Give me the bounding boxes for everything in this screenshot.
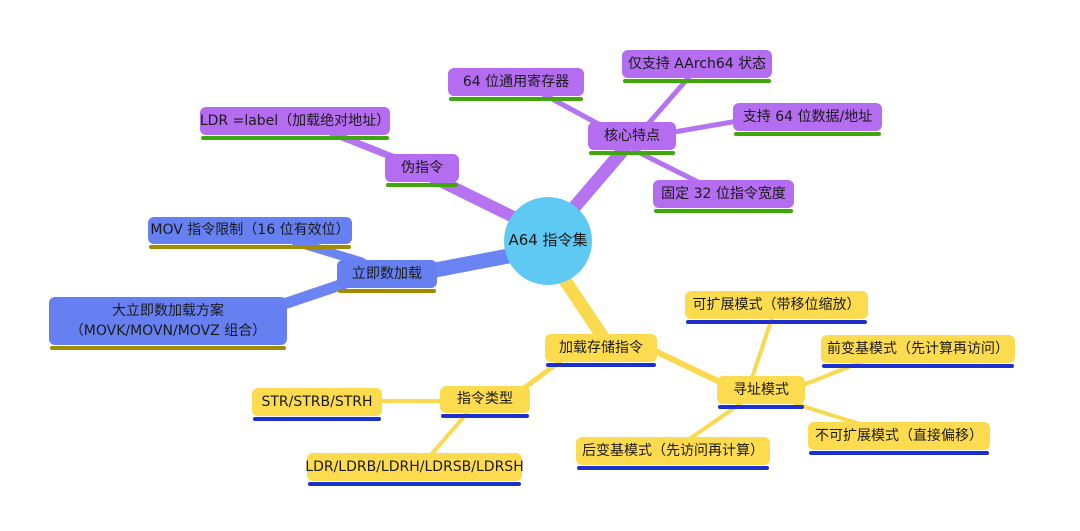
- link-addressing-postindex-mode: [686, 402, 742, 442]
- node-immediate-load[interactable]: 立即数加载: [337, 260, 437, 293]
- link-addressing-unextended-mode: [794, 402, 862, 426]
- link-core-aarch64-only: [645, 73, 693, 127]
- node-aarch64-only[interactable]: 仅支持 AArch64 状态: [622, 50, 772, 83]
- node-instruction-types[interactable]: 指令类型: [440, 386, 530, 418]
- link-loadstore-addressing-modes: [652, 348, 725, 386]
- node-ldr-label[interactable]: LDR =label（加载绝对地址）: [200, 107, 390, 140]
- node-64bit-data-addr[interactable]: 支持 64 位数据/地址: [733, 103, 882, 136]
- node-core-features[interactable]: 核心特点: [588, 122, 676, 155]
- node-big-immediate-scheme[interactable]: 大立即数加载方案 （MOVK/MOVN/MOVZ 组合）: [49, 297, 287, 350]
- node-unextended-mode[interactable]: 不可扩展模式（直接偏移）: [808, 422, 990, 455]
- node-preindex-mode[interactable]: 前变基模式（先计算再访问）: [821, 335, 1015, 368]
- link-core-fixed-width: [631, 147, 703, 186]
- central-topic[interactable]: A64 指令集: [504, 197, 592, 285]
- link-immload-big-immediate: [272, 277, 352, 312]
- node-extended-mode[interactable]: 可扩展模式（带移位缩放）: [685, 291, 868, 324]
- node-pseudo-instructions[interactable]: 伪指令: [385, 154, 459, 187]
- link-types-ldr-group: [428, 410, 470, 458]
- node-mov-limit[interactable]: MOV 指令限制（16 位有效位）: [148, 217, 352, 249]
- node-postindex-mode[interactable]: 后变基模式（先访问再计算）: [576, 437, 770, 470]
- node-load-store-instructions[interactable]: 加载存储指令: [545, 334, 657, 367]
- node-str-group[interactable]: STR/STRB/STRH: [252, 388, 382, 421]
- node-fixed-instruction-width[interactable]: 固定 32 位指令宽度: [653, 180, 794, 213]
- node-gp-registers[interactable]: 64 位通用寄存器: [448, 68, 584, 101]
- link-addressing-extended-mode: [750, 316, 774, 380]
- node-ldr-group[interactable]: LDR/LDRB/LDRH/LDRSB/LDRSH: [305, 453, 524, 486]
- link-core-64bit-data-addr: [671, 118, 741, 135]
- link-center-load-store: [553, 266, 612, 347]
- node-addressing-modes[interactable]: 寻址模式: [717, 376, 805, 409]
